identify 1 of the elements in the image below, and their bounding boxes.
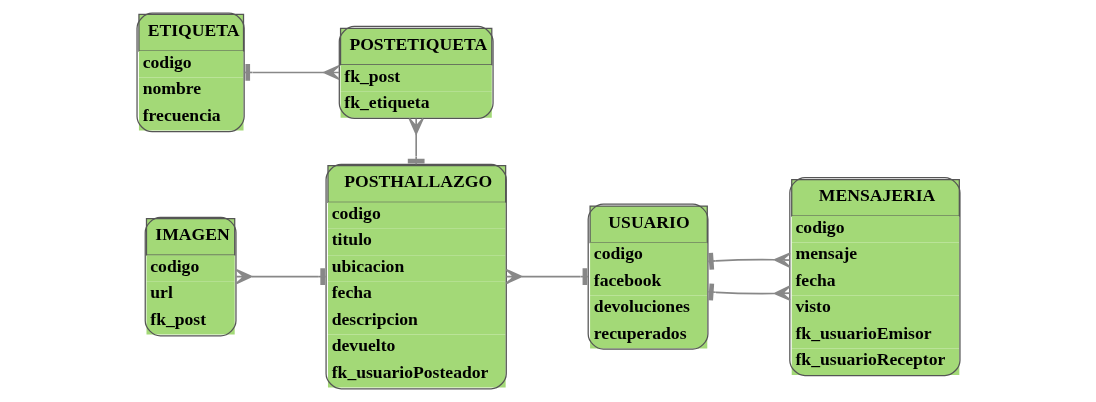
connector [706,252,791,270]
